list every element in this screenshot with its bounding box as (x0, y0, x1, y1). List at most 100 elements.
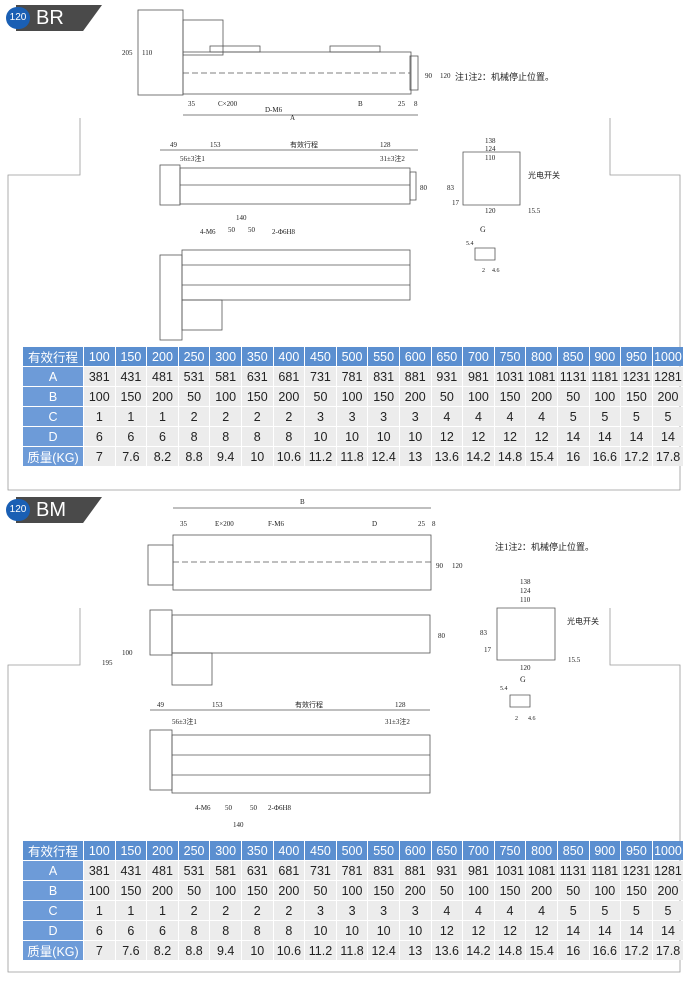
table-cell: 431 (115, 861, 147, 880)
table-cell: 350 (241, 347, 273, 366)
table-cell: 13.6 (431, 941, 463, 960)
table-cell: 12 (431, 921, 463, 940)
drawing-line (7, 118, 681, 491)
table-cell: 100 (84, 347, 115, 366)
table-cell: 500 (336, 841, 368, 860)
drawing-line (147, 544, 174, 586)
table-cell: 200 (652, 387, 684, 406)
table-cell: 12 (526, 427, 557, 446)
dim-110w: 110 (485, 154, 496, 162)
table-cell: 14 (652, 921, 684, 940)
table-cell: 2 (210, 901, 241, 920)
drawing-line (496, 607, 556, 661)
table-cell: 800 (526, 347, 557, 366)
dim-d: D (372, 520, 377, 528)
table-cell: 200 (399, 881, 431, 900)
row-header-cell: B (23, 881, 83, 900)
table-cell: 400 (273, 841, 305, 860)
row-header-cell: 有效行程 (23, 347, 83, 366)
dim-b: B (300, 498, 305, 506)
table-cell: 12 (463, 921, 494, 940)
table-cell: 100 (463, 387, 494, 406)
table-cell: 12.4 (368, 447, 399, 466)
table-cell: 831 (368, 861, 399, 880)
dim-5-4: 5.4 (500, 686, 508, 692)
table-cell: 700 (463, 841, 494, 860)
table-cell: 8 (273, 921, 305, 940)
table-cell: 50 (178, 881, 210, 900)
table-cell: 11.8 (336, 447, 368, 466)
dim-50b: 50 (248, 226, 256, 234)
table-cell: 16 (557, 447, 589, 466)
table-cell: 8.2 (147, 941, 178, 960)
table-cell: 500 (336, 347, 368, 366)
table-cell: 50 (431, 881, 463, 900)
table-cell: 200 (526, 387, 557, 406)
table-cell: 5 (652, 901, 684, 920)
dim-15-5: 15.5 (568, 656, 581, 664)
table-cell: 16.6 (589, 941, 621, 960)
table-cell: 2 (273, 901, 305, 920)
table-cell: 200 (399, 387, 431, 406)
table-cell: 381 (84, 367, 115, 386)
table-cell: 881 (399, 367, 431, 386)
table-cell: 8.2 (147, 447, 178, 466)
dim-31: 31±3注2 (385, 717, 410, 726)
table-cell: 14.2 (463, 447, 494, 466)
table-cell: 16.6 (589, 447, 621, 466)
dim-a: A (290, 114, 295, 122)
drawing-line (182, 19, 224, 56)
table-cell: 6 (115, 921, 147, 940)
table-cell: 3 (368, 407, 399, 426)
table-cell: 14 (621, 427, 652, 446)
table-cell: 11.2 (305, 447, 336, 466)
table-cell: 6 (84, 921, 115, 940)
table-cell: 15.4 (526, 941, 557, 960)
table-cell: 8 (178, 427, 210, 446)
table-cell: 681 (273, 861, 305, 880)
table-cell: 300 (210, 347, 241, 366)
table-cell: 17.2 (621, 941, 652, 960)
table-cell: 50 (305, 387, 336, 406)
note-text: 注1注2：机械停止位置。 (455, 71, 554, 82)
dim-153: 153 (210, 141, 221, 149)
table-cell: 4 (431, 407, 463, 426)
dim-m6: 4-M6 (195, 804, 211, 812)
table-cell: 2 (241, 407, 273, 426)
table-cell: 650 (431, 347, 463, 366)
table-cell: 700 (463, 347, 494, 366)
table-cell: 3 (368, 901, 399, 920)
table-cell: 13 (399, 447, 431, 466)
table-cell: 50 (557, 387, 589, 406)
dim-153: 153 (212, 701, 223, 709)
dim-138: 138 (485, 137, 496, 145)
table-cell: 8 (178, 921, 210, 940)
note-text: 注1注2：机械停止位置。 (495, 541, 594, 552)
table-cell: 781 (336, 861, 368, 880)
table-cell: 381 (84, 861, 115, 880)
table-cell: 100 (336, 881, 368, 900)
dim-83: 83 (447, 184, 455, 192)
sensor-label: 光电开关 (528, 170, 560, 180)
table-cell: 581 (210, 861, 241, 880)
table-cell: 1281 (652, 861, 684, 880)
table-cell: 1081 (526, 861, 557, 880)
table-cell: 12 (494, 427, 526, 446)
table-cell: 550 (368, 347, 399, 366)
table-cell: 14 (621, 921, 652, 940)
dim-5-4: 5.4 (466, 241, 474, 247)
table-cell: 100 (589, 881, 621, 900)
dim-49: 49 (170, 141, 178, 149)
table-cell: 14 (557, 921, 589, 940)
table-cell: 200 (652, 881, 684, 900)
section-title: BM (36, 499, 66, 521)
size-badge: 120 (6, 499, 30, 521)
table-cell: 1231 (621, 367, 652, 386)
table-cell: 731 (305, 861, 336, 880)
table-cell: 831 (368, 367, 399, 386)
